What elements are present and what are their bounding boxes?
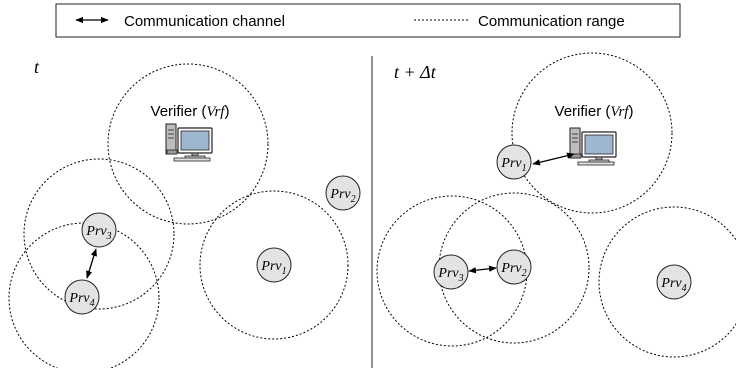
prv4-range-circle (598, 206, 736, 358)
prv3-node: Prv3 (81, 212, 117, 248)
node-label: Prv (660, 276, 682, 291)
verifier-label: Verifier (Vrf) (555, 103, 634, 120)
node-label: Prv (500, 261, 522, 276)
svg-text:Prv1: Prv1 (500, 156, 526, 174)
node-label: Prv (260, 259, 282, 274)
verifier-label-suffix: ) (224, 103, 229, 120)
node-label: Prv (500, 156, 522, 171)
legend-frame (55, 3, 681, 38)
channel-legend-label: Communication channel (124, 13, 285, 30)
svg-text:Prv2: Prv2 (500, 261, 526, 279)
verifier-label-abbr: Vrf (206, 104, 226, 120)
verifier-label: Verifier (Vrf) (151, 103, 230, 120)
computer-icon (165, 123, 213, 162)
channel-arrow-prv1-vrf (532, 152, 575, 166)
legend: Communication channel Communication rang… (55, 3, 681, 38)
right-time-label: t + Δt (394, 62, 437, 82)
left-time-label: t (34, 57, 40, 77)
prv3-node: Prv3 (433, 254, 469, 290)
prv3-range-circle (23, 158, 175, 310)
svg-text:Prv4: Prv4 (68, 291, 94, 309)
prv1-range-circle (199, 190, 349, 340)
svg-text:Prv1: Prv1 (260, 259, 286, 277)
svg-text:Prv3: Prv3 (85, 224, 111, 242)
verifier-label-prefix: Verifier ( (555, 103, 611, 120)
svg-text:Prv4: Prv4 (660, 276, 686, 294)
prv2-node: Prv2 (496, 249, 532, 285)
prv2-node: Prv2 (325, 175, 361, 211)
node-subscript: 2 (351, 194, 356, 205)
channel-arrow-prv3-prv4 (86, 248, 97, 279)
prv4-node: Prv4 (64, 279, 100, 315)
node-label: Prv (68, 291, 90, 306)
right-panel: t + Δt Verifier (Vrf) Prv1 Prv3 Prv2 Prv… (376, 52, 736, 358)
prv2-range-circle (438, 192, 590, 344)
prv4-node: Prv4 (656, 264, 692, 300)
node-label: Prv (85, 224, 107, 239)
node-subscript: 1 (522, 163, 527, 174)
verifier-label-suffix: ) (628, 103, 633, 120)
svg-text:Prv3: Prv3 (437, 266, 463, 284)
node-subscript: 2 (522, 268, 527, 279)
prv1-node: Prv1 (496, 144, 532, 180)
prv1-node: Prv1 (256, 247, 292, 283)
node-subscript: 4 (682, 283, 687, 294)
vrf-range-circle (107, 63, 269, 225)
computer-icon (569, 127, 617, 166)
range-legend-label: Communication range (478, 13, 625, 30)
left-panel: t Verifier (Vrf) Prv3 Prv4 Prv1 Prv2 (8, 57, 361, 368)
channel-arrow-prv3-prv2 (468, 265, 497, 274)
verifier-label-prefix: Verifier ( (151, 103, 207, 120)
node-subscript: 4 (90, 298, 95, 309)
node-label: Prv (437, 266, 459, 281)
vrf-range-circle (511, 52, 673, 214)
svg-text:Prv2: Prv2 (329, 187, 355, 205)
node-subscript: 1 (282, 266, 287, 277)
node-subscript: 3 (458, 273, 464, 284)
verifier-label-abbr: Vrf (610, 104, 630, 120)
node-label: Prv (329, 187, 351, 202)
node-subscript: 3 (106, 231, 112, 242)
